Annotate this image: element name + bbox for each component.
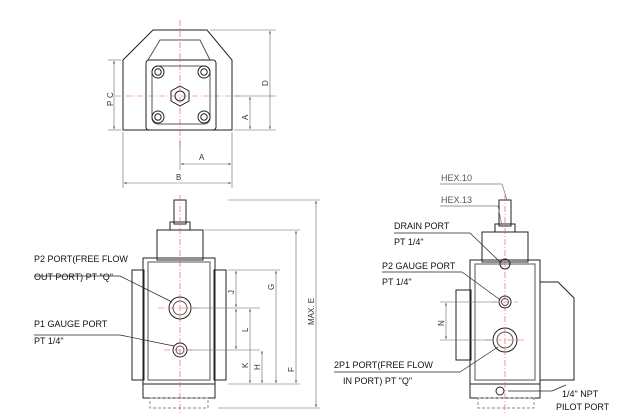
dim-label-max-e: MAX. E <box>307 298 316 325</box>
front-view-dimensions <box>188 199 320 409</box>
side-view-left-block <box>455 289 472 361</box>
front-view-centerlines <box>158 195 202 414</box>
front-view-dim-labels: J L K H G F MAX. E <box>227 284 316 372</box>
front-view-leaders <box>34 275 175 347</box>
side-view-dimensions <box>440 301 497 341</box>
top-view-plate <box>145 59 217 131</box>
dim-label-f: F <box>287 367 296 372</box>
callout-p2-gauge-line2: PT 1/4" <box>382 277 412 287</box>
callout-p1-port-line2: IN PORT) PT "Q" <box>343 376 412 386</box>
dim-label-k: K <box>241 362 250 368</box>
callout-p1-gauge-line1: P1 GAUGE PORT <box>34 319 108 329</box>
dim-label-c-left: C <box>106 92 115 98</box>
callout-drain-line1: DRAIN PORT <box>394 221 450 231</box>
front-view-flange-left <box>131 269 145 381</box>
side-view <box>455 199 575 409</box>
callout-p1-gauge-line2: PT 1/4" <box>34 336 64 346</box>
side-view-centerlines <box>485 195 525 414</box>
top-view-body <box>122 29 233 131</box>
callout-pilot-line2: PILOT PORT <box>556 402 610 412</box>
dim-label-a-bottom: A <box>199 153 205 162</box>
front-view-body <box>142 257 216 385</box>
dim-label-a-right: A <box>241 114 250 120</box>
top-view-plate-inner <box>151 65 211 125</box>
side-view-callouts: HEX.10 HEX.13 DRAIN PORT PT 1/4" P2 GAUG… <box>334 173 610 412</box>
top-view-chamfer-inner <box>147 39 211 61</box>
side-view-pilot-housing <box>539 281 575 381</box>
dim-label-g: G <box>267 284 276 290</box>
top-view-dim-labels: A B C P A D <box>106 80 270 182</box>
callout-drain-line2: PT 1/4" <box>394 237 424 247</box>
dim-label-b-bottom: B <box>176 173 181 182</box>
front-view-flange-right <box>213 269 227 381</box>
dim-label-l: L <box>241 327 250 332</box>
dim-label-h: H <box>253 364 262 370</box>
callout-p1-port-line1: 2P1 PORT(FREE FLOW <box>334 360 433 370</box>
side-view-dim-labels: N <box>437 320 446 326</box>
top-view-centerlines <box>115 20 240 150</box>
front-view-callouts: P2 PORT(FREE FLOW OUT PORT) PT "Q" P1 GA… <box>34 254 128 346</box>
front-view-base <box>142 383 216 399</box>
callout-hex10: HEX.10 <box>441 173 472 183</box>
callout-p2-gauge-line1: P2 GAUGE PORT <box>382 261 456 271</box>
dim-label-j: J <box>227 290 236 294</box>
top-view-dimensions <box>108 29 276 188</box>
top-view-bolts <box>151 65 211 124</box>
callout-hex13: HEX.13 <box>441 195 472 205</box>
side-view-pilot-port <box>495 386 505 396</box>
top-view <box>122 29 233 131</box>
callout-p2-port-line1: P2 PORT(FREE FLOW <box>34 254 128 264</box>
callout-p2-port-line2: OUT PORT) PT "Q" <box>34 272 113 282</box>
dim-label-d-right: D <box>261 80 270 86</box>
dim-label-p-left: P <box>106 101 115 106</box>
side-view-leaders <box>334 183 567 392</box>
front-view <box>131 199 227 409</box>
callout-pilot-line1: 1/4" NPT <box>562 389 599 399</box>
dim-label-n: N <box>437 320 446 326</box>
